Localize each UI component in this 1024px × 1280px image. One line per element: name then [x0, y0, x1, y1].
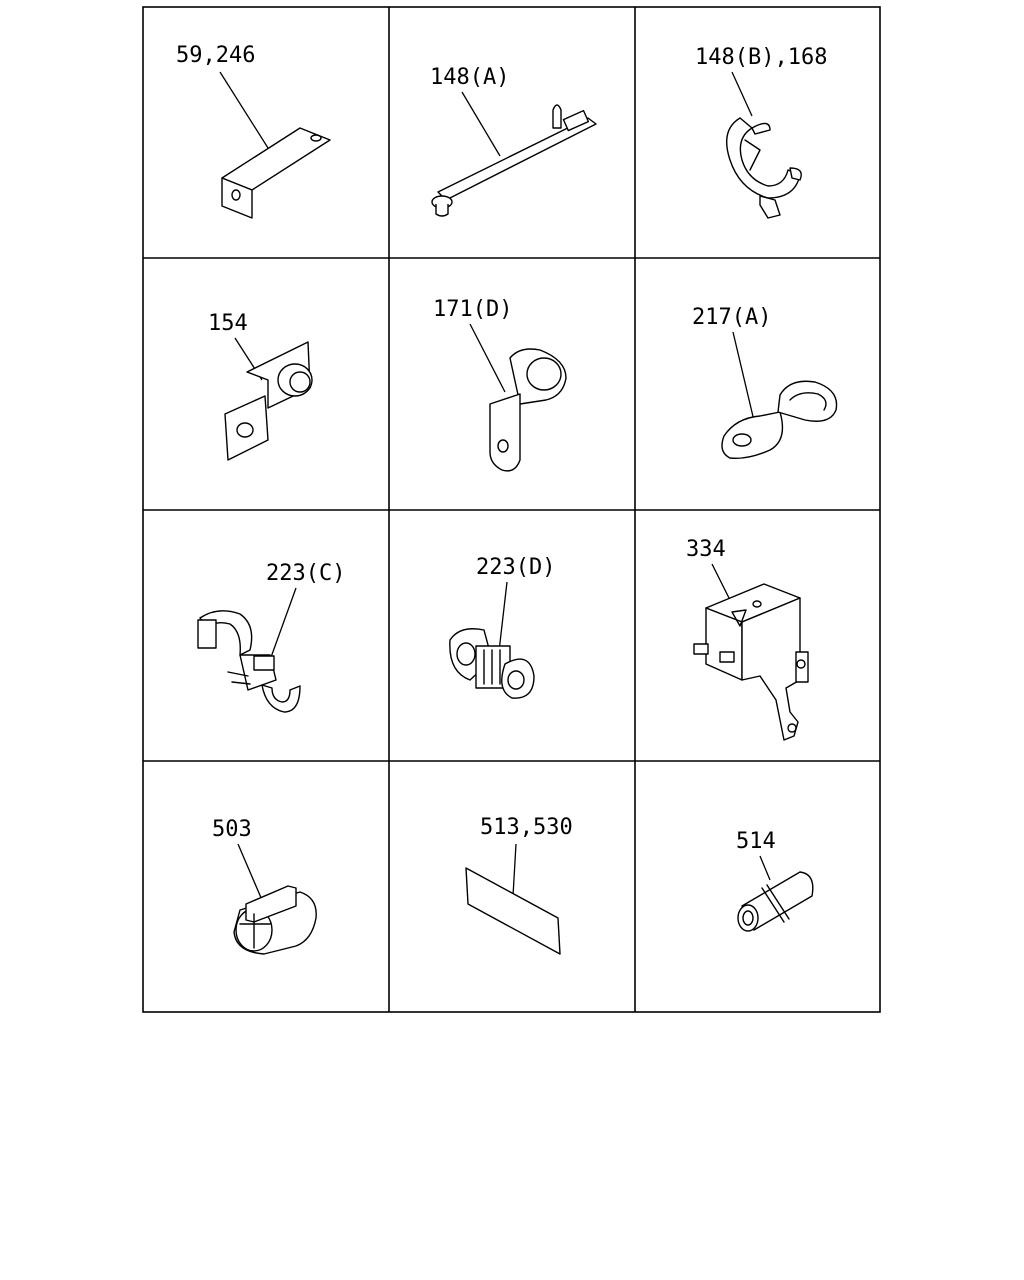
- collar-bracket-part: [224, 341, 313, 461]
- leader-line: [469, 323, 506, 393]
- cell-148-a: 148(A): [430, 65, 597, 217]
- leader-line: [512, 843, 517, 897]
- cell-514: 514: [736, 829, 814, 932]
- part-label-513-530: 513,530: [480, 815, 573, 840]
- leader-line: [237, 843, 263, 901]
- cell-171-d: 171(D): [433, 297, 567, 472]
- loop-clip-part: [721, 380, 838, 460]
- cell-217-a: 217(A): [692, 305, 838, 460]
- angle-bracket-part: [221, 127, 331, 219]
- cell-154: 154: [208, 311, 313, 461]
- cell-223-d: 223(D): [449, 555, 555, 699]
- part-label-154: 154: [208, 311, 248, 336]
- part-label-223-d: 223(D): [476, 555, 555, 580]
- tube-part: [737, 871, 814, 932]
- leader-line: [732, 331, 756, 426]
- parts-grid: [142, 6, 881, 1013]
- cell-334: 334: [686, 537, 809, 741]
- tape-sheet-part: [465, 867, 561, 955]
- strap-tie-part: [431, 104, 597, 217]
- part-label-223-c: 223(C): [266, 561, 345, 586]
- harness-clip-part: [726, 117, 802, 219]
- leader-line: [461, 91, 501, 157]
- part-label-503: 503: [212, 817, 252, 842]
- grommet-part: [233, 885, 317, 955]
- part-label-514: 514: [736, 829, 776, 854]
- part-label-171-d: 171(D): [433, 297, 512, 322]
- cell-503: 503: [212, 817, 317, 955]
- cell-223-c: 223(C): [197, 561, 345, 713]
- part-label-334: 334: [686, 537, 726, 562]
- part-label-217-a: 217(A): [692, 305, 771, 330]
- double-clip-part: [197, 610, 301, 713]
- leader-line: [711, 563, 733, 605]
- leader-line: [219, 71, 269, 149]
- offset-clip-part: [449, 628, 535, 699]
- cell-513-530: 513,530: [465, 815, 573, 955]
- leader-line: [759, 855, 771, 881]
- leader-line: [731, 71, 753, 117]
- part-label-148-b-168: 148(B),168: [695, 45, 827, 70]
- part-label-59-246: 59,246: [176, 43, 255, 68]
- part-label-148-a: 148(A): [430, 65, 509, 90]
- ring-bracket-part: [489, 348, 567, 472]
- leader-line: [269, 587, 297, 661]
- stud-bracket-part: [693, 583, 809, 741]
- cell-59-246: 59,246: [176, 43, 331, 219]
- cell-148-b-168: 148(B),168: [695, 45, 827, 219]
